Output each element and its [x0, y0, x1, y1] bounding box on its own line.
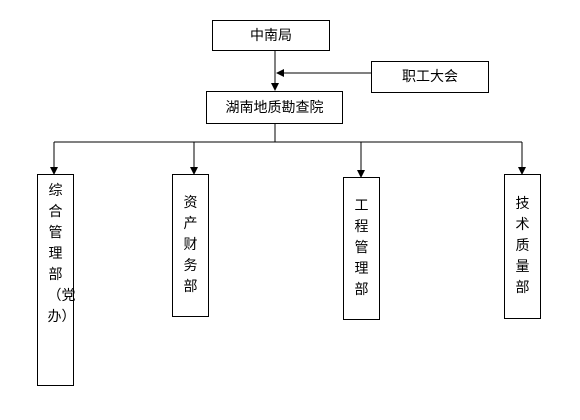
- node-root-label: 中南局: [250, 27, 292, 44]
- node-congress-label: 职工大会: [402, 69, 458, 85]
- node-dept-tech-label: 技术质量部: [515, 196, 530, 296]
- node-institute: 湖南地质勘查院: [206, 91, 343, 124]
- node-dept-finance-label: 资产财务部: [183, 195, 198, 295]
- node-dept-finance: 资产财务部: [172, 174, 209, 317]
- node-congress: 职工大会: [371, 61, 489, 93]
- node-root: 中南局: [212, 20, 330, 51]
- node-dept-engineering-label: 工程管理部: [354, 198, 369, 298]
- node-dept-engineering: 工程管理部: [343, 177, 380, 320]
- node-dept-admin: 综合管理部（党办）: [37, 174, 76, 386]
- node-dept-tech: 技术质量部: [504, 174, 541, 319]
- node-institute-label: 湖南地质勘查院: [225, 99, 324, 116]
- node-dept-admin-label: 综合管理部（党办）: [47, 183, 76, 325]
